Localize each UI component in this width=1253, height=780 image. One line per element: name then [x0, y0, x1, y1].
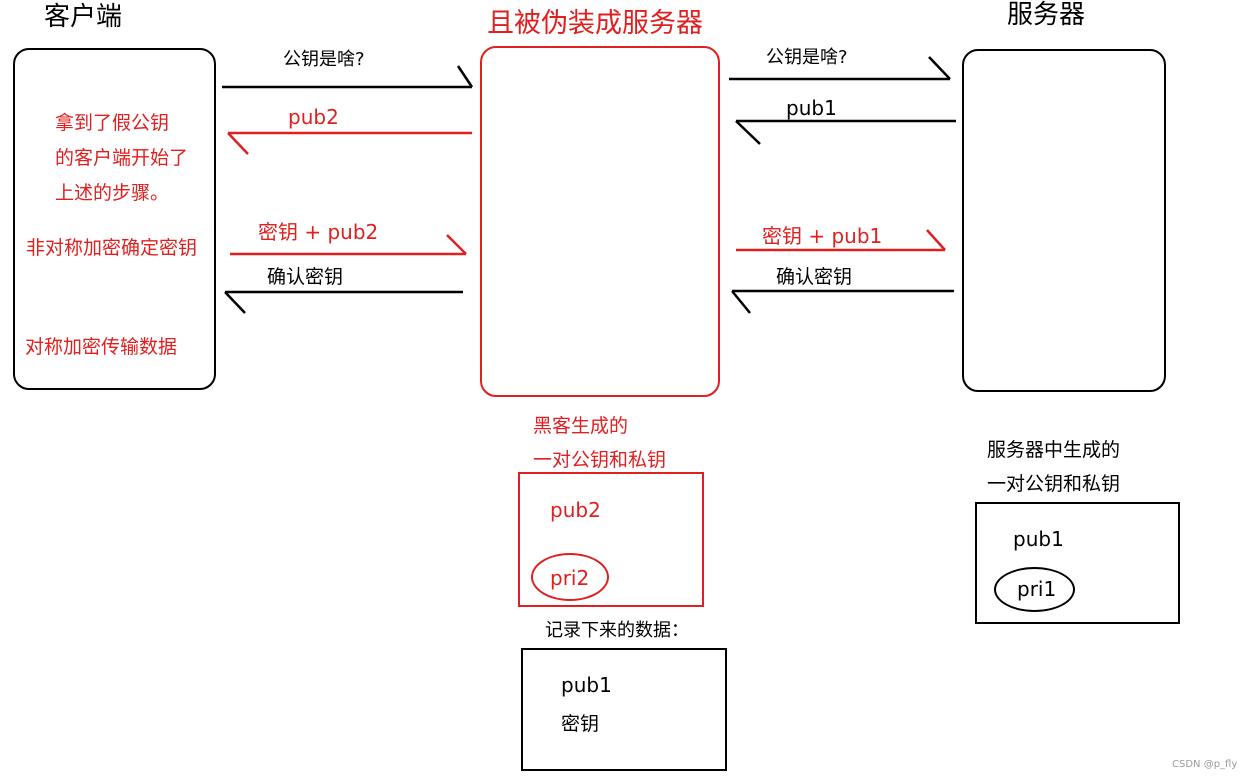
recorded-caption: 记录下来的数据：: [545, 620, 689, 641]
arrow-right-reply: [735, 119, 956, 145]
client-step-sym: 对称加密传输数据: [25, 336, 178, 358]
arrow-left-reply-label: pub2: [288, 105, 339, 129]
arrow-right-send: [736, 229, 946, 252]
arrow-left-send-label: 密钥 + pub2: [258, 220, 379, 244]
server-keys-caption-2: 一对公钥和私钥: [987, 473, 1121, 495]
client-note-line-2: 的客户端开始了: [55, 147, 189, 169]
hacker-keys-caption-1: 黑客生成的: [533, 415, 629, 437]
client-note-line-3: 上述的步骤。: [55, 182, 170, 204]
server-pri-key: pri1: [1017, 577, 1057, 601]
client-title: 客户端: [44, 2, 123, 32]
watermark: CSDN @p_fly: [1172, 759, 1238, 770]
arrow-left-confirm: [224, 290, 463, 314]
server-keys-box: [975, 502, 1180, 624]
hacker-keys-box: [518, 472, 704, 607]
arrow-right-confirm-label: 确认密钥: [776, 266, 853, 288]
arrow-right-confirm: [731, 289, 954, 314]
fake-server-title: 且被伪装成服务器: [487, 8, 703, 39]
recorded-box: [521, 648, 727, 771]
client-note-line-1: 拿到了假公钥: [55, 112, 170, 134]
arrow-right-ask-label: 公钥是啥?: [766, 47, 848, 68]
arrow-left-send: [230, 234, 467, 256]
server-pub-key: pub1: [1013, 527, 1064, 551]
arrow-left-ask-label: 公钥是啥?: [283, 49, 365, 70]
recorded-item-2: 密钥: [561, 713, 600, 735]
arrow-left-reply: [227, 131, 472, 155]
arrow-right-ask: [729, 56, 951, 81]
hacker-pri-key-ellipse: [531, 553, 609, 601]
hacker-pri-key: pri2: [550, 566, 590, 590]
arrow-right-reply-label: pub1: [786, 96, 837, 120]
server-keys-caption-1: 服务器中生成的: [987, 439, 1121, 461]
server-title: 服务器: [1007, 0, 1086, 30]
hacker-keys-caption-2: 一对公钥和私钥: [533, 449, 667, 471]
client-box: [13, 48, 216, 390]
hacker-pub-key: pub2: [550, 498, 601, 522]
arrow-left-ask: [222, 65, 474, 89]
arrow-left-confirm-label: 确认密钥: [267, 266, 344, 288]
recorded-item-1: pub1: [561, 673, 612, 697]
client-step-asym: 非对称加密确定密钥: [26, 237, 198, 259]
server-pri-key-ellipse: [994, 567, 1075, 612]
fake-server-box: [480, 46, 720, 397]
arrow-right-send-label: 密钥 + pub1: [762, 224, 883, 248]
server-box: [962, 49, 1166, 392]
